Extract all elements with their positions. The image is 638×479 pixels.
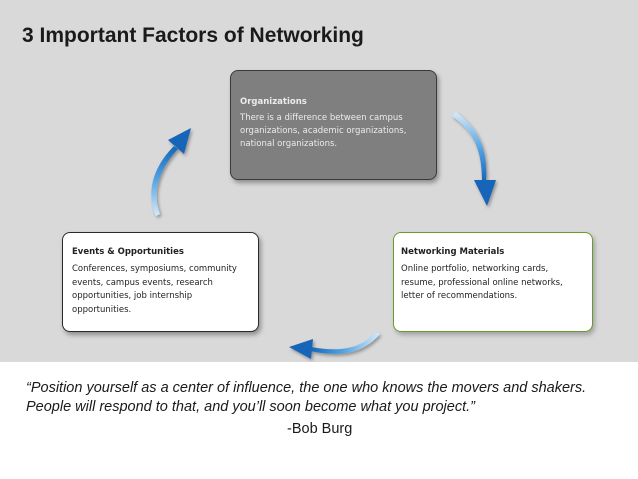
curved-arrow-icon (289, 332, 380, 359)
networking-materials-description: Online portfolio, networking cards, resu… (401, 264, 563, 301)
organizations-title: Organizations (240, 97, 307, 107)
curved-arrow-icon (151, 128, 191, 216)
networking-materials-box: Networking Materials Online portfolio, n… (393, 232, 593, 332)
cycle-arrows (151, 112, 496, 359)
events-opportunities-box: Events & Opportunities Conferences, symp… (62, 232, 259, 332)
organizations-box: Organizations There is a difference betw… (230, 70, 437, 180)
quote-text: “Position yourself as a center of influe… (26, 380, 587, 415)
events-opportunities-description: Conferences, symposiums, community event… (72, 264, 237, 315)
quote-author: -Bob Burg (287, 421, 353, 437)
events-opportunities-title: Events & Opportunities (72, 247, 184, 257)
curved-arrow-icon (452, 112, 496, 206)
organizations-description: There is a difference between campus org… (240, 113, 407, 149)
slide-title: 3 Important Factors of Networking (22, 24, 364, 47)
networking-materials-title: Networking Materials (401, 247, 505, 257)
